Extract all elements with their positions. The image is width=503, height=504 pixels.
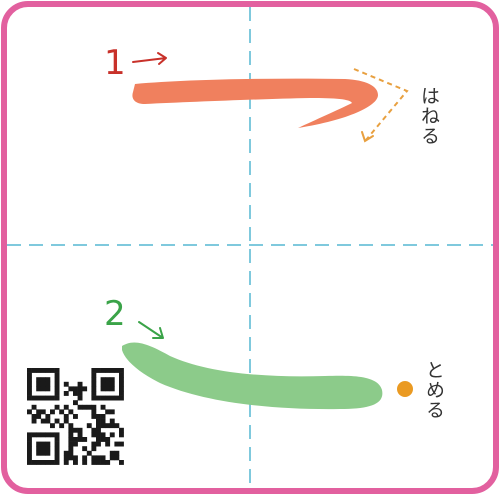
stroke-2 <box>122 342 383 410</box>
tome-dot <box>397 381 413 397</box>
stroke-1 <box>132 78 378 128</box>
stroke-2-direction-arrow <box>138 321 164 339</box>
hane-guide-arrow <box>353 68 409 141</box>
frame-border <box>1 1 499 494</box>
hane-label: はねる <box>418 86 440 146</box>
hane-guide-arrowhead <box>361 131 374 143</box>
stroke-1-number: 1 <box>104 43 126 83</box>
stroke-1-direction-arrow <box>132 52 167 65</box>
tome-label: とめる <box>423 360 445 420</box>
stroke-2-number: 2 <box>104 294 126 334</box>
qr-code-icon <box>27 368 124 465</box>
